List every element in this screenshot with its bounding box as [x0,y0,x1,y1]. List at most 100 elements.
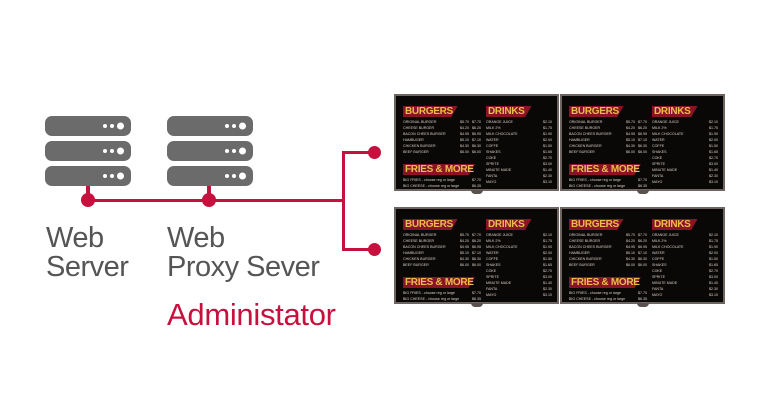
menu-item: CHICKEN BURGER$4.30$6.30 [403,143,481,149]
menu-item-price: $6.30 [638,257,647,261]
menu-item-price: $4.20 [626,239,635,243]
drinks-heading: DRINKS [652,106,701,117]
menu-item: SPRITE$3.00 [486,274,552,280]
menu-item-price: $6.95 [638,245,647,249]
menu-item: CHEESE BURGER$4.20$6.20 [403,125,481,131]
menu-item-price: $4.30 [626,144,635,148]
menu-item-price: $7.70 [638,233,647,237]
menu-item-name: SPRITE [652,275,665,279]
menu-item-name: SHAKES [486,150,501,154]
menu-item-name: SPRITE [486,162,499,166]
menu-item: MAYO$3.10 [486,292,552,298]
menu-item-name: ORIGINAL BURGER [569,120,603,124]
menu-item-name: BIG CHEESE - choose reg or large [403,184,460,188]
menu-item-price: $1.90 [709,132,718,136]
menu-item-price: $1.75 [543,126,552,130]
web-server-stem [86,186,90,198]
menu-item-name: SPRITE [652,162,665,166]
menu-item-price: $6.95 [472,132,481,136]
menu-item-price: $1.75 [709,239,718,243]
menu-item-price: $2.30 [709,287,718,291]
display-stand [470,190,483,194]
menu-item-name: MILK CHOCOLATE [652,132,684,136]
menu-item-price: $7.10 [472,138,481,142]
display-stand [636,190,649,194]
menu-item: MAYO$3.10 [486,179,552,185]
menu-item: MINUTE MADE$1.40 [652,280,718,286]
fries-heading: FRIES & MORE [403,164,484,175]
menu-item-price: $6.30 [638,144,647,148]
menu-item-price: $2.10 [543,233,552,237]
menu-item-price: $7.10 [472,251,481,255]
menu-item: BIG CHEESE - choose reg or large$6.35 [569,183,647,189]
menu-item: COKE$2.70 [652,268,718,274]
menu-item-name: BACON CHEES BURGER [403,245,446,249]
menu-item-price: $6.95 [638,132,647,136]
menu-item: WATER$2.00 [652,250,718,256]
menu-item: HAMBUGER$5.10$7.10 [569,137,647,143]
menu-item-name: WATER [652,138,665,142]
menu-item-price: $6.00 [626,150,635,154]
branch-bottom-line [342,248,374,251]
menu-item-price: $1.50 [709,144,718,148]
menu-item-price: $1.75 [543,239,552,243]
menu-item: MINUTE MADE$1.40 [486,280,552,286]
menu-item: COFFE$1.50 [486,256,552,262]
burgers-heading: BURGERS [403,106,463,117]
display-row-top-dot [368,146,381,159]
menu-item: COFFE$1.50 [652,143,718,149]
menu-item-name: ORANGE JUICE [652,120,679,124]
burgers-heading: BURGERS [403,219,463,230]
menu-item: MINUTE MADE$1.40 [652,167,718,173]
menu-item: BIG CHEESE - choose reg or large $6.35 [403,183,481,189]
fries-heading: FRIES & MORE [403,277,484,288]
menu-item-price: $1.90 [543,245,552,249]
menu-item-name: MILK 2% [486,239,501,243]
menu-item-name: MILK 2% [652,126,667,130]
menu-item-price: $6.35 [638,297,647,301]
menu-item: MILK 2%$1.75 [652,238,718,244]
menu-item-name: BIG FRIES - choose reg or large [403,178,455,182]
menu-item-price: $4.95 [460,132,469,136]
administrator-label: Administator [167,297,336,332]
menu-item: SHAKES$1.65 [652,262,718,268]
menu-item-price: $7.70 [472,120,481,124]
menu-item-name: MAYO [652,180,663,184]
menu-item-name: HAMBUGER [569,251,590,255]
server-rack-unit [45,166,131,186]
proxy-server-icon [167,116,253,186]
menu-item: CHEESE BURGER$4.20$6.20 [569,125,647,131]
menu-item: COFFE$1.50 [486,143,552,149]
menu-item-price: $2.30 [709,174,718,178]
menu-item-name: MINUTE MADE [652,281,678,285]
menu-item: FANTA$2.30 [486,286,552,292]
menu-item: MILK 2%$1.75 [652,125,718,131]
menu-item-price: $2.10 [709,120,718,124]
menu-item-name: ORANGE JUICE [486,120,513,124]
drinks-heading: DRINKS [486,219,535,230]
menu-item-price: $4.20 [460,126,469,130]
menu-item: SPRITE$3.00 [486,161,552,167]
menu-item-price: $2.70 [543,269,552,273]
menu-item: CHICKEN BURGER$4.30$6.30 [569,256,647,262]
menu-item-price: $7.70 [638,178,647,182]
menu-item: BACON CHEES BURGER$4.95$6.95 [403,131,481,137]
menu-item-name: ORIGINAL BURGER [403,120,437,124]
menu-item: MAYO$3.10 [652,179,718,185]
menu-item: SHAKES$1.65 [486,262,552,268]
menu-item-name: ORIGINAL BURGER [569,233,603,237]
menu-item-price: $1.40 [543,281,552,285]
drinks-heading: DRINKS [652,219,701,230]
menu-item-price: $1.40 [543,168,552,172]
display-row-bottom-dot [368,243,381,256]
menu-item-price: $6.35 [472,184,481,188]
menu-item-name: FANTA [486,174,498,178]
menu-item: BACON CHEES BURGER$4.95$6.95 [403,244,481,250]
